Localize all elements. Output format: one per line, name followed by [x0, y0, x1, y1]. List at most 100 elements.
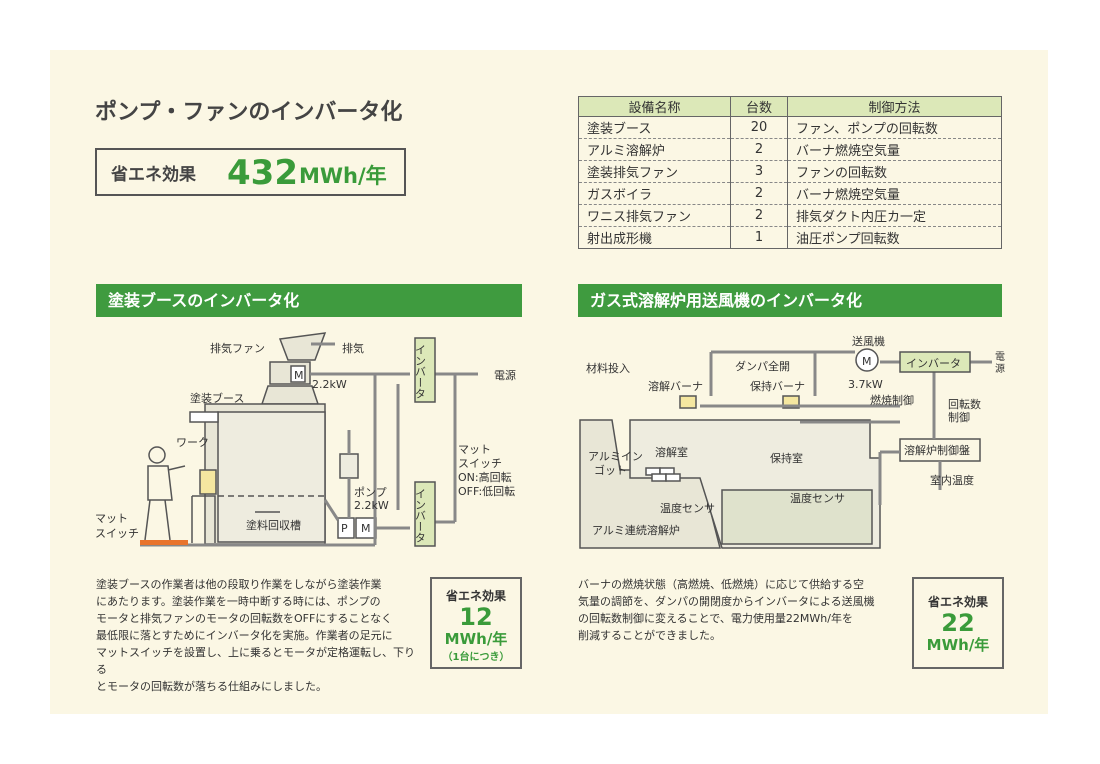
- cell-equipment: ワニス排気ファン: [578, 204, 731, 227]
- label-mat-note-2: スイッチ: [458, 457, 502, 470]
- label-mat-1: マット: [95, 512, 128, 525]
- label-inverter-fan: インバータ: [414, 344, 427, 399]
- label-ingot-1: アルミイン: [588, 450, 643, 463]
- label-mat-note-1: マット: [458, 443, 491, 456]
- right-effect-value: 22: [941, 609, 975, 637]
- label-fan-motor: M: [294, 369, 304, 382]
- label-combustion-control: 燃焼制御: [870, 393, 914, 407]
- cell-count: 2: [730, 138, 788, 161]
- cell-count: 2: [730, 204, 788, 227]
- label-mat-note-4: OFF:低回転: [458, 485, 515, 498]
- total-effect-label: 省エネ効果: [111, 165, 196, 185]
- cell-control: ファンの回転数: [787, 160, 1002, 183]
- label-blower-kw: 3.7kW: [848, 378, 883, 391]
- inverter-box-fan: [414, 337, 436, 403]
- right-desc-line: 気量の調節を、ダンパの開閉度からインバータによる送風機: [578, 595, 875, 608]
- label-material-input: 材料投入: [586, 361, 630, 375]
- label-ingot-2: ゴット: [594, 463, 627, 477]
- left-section-heading: 塗装ブースのインバータ化: [96, 284, 522, 317]
- worker-figure: [144, 446, 186, 541]
- cell-count: 3: [730, 160, 788, 183]
- left-desc-line: 塗装ブースの作業者は他の段取り作業をしながら塗装作業: [96, 578, 382, 591]
- page-title: ポンプ・ファンのインバータ化: [95, 100, 403, 125]
- label-temp-sensor-hold: 温度センサ: [790, 491, 845, 505]
- cell-equipment: 塗装排気ファン: [578, 160, 731, 183]
- right-effect-label: 省エネ効果: [927, 595, 988, 609]
- left-desc-line: にあたります。塗装作業を一時中断する時には、ポンプの: [96, 595, 381, 608]
- right-effect-unit: MWh/年: [926, 636, 990, 654]
- left-desc-line: 最低限に落とすためにインバータ化を実施。作業者の足元に: [96, 629, 393, 642]
- left-description: 塗装ブースの作業者は他の段取り作業をしながら塗装作業 にあたります。塗装作業を一…: [96, 576, 416, 695]
- left-effect-value: 12: [459, 603, 493, 631]
- header-control: 制御方法: [787, 96, 1002, 117]
- label-melt-burner: 溶解バーナ: [648, 379, 703, 393]
- right-desc-line: の回転数制御に変えることで、電力使用量22MWh/年を: [578, 612, 853, 625]
- cell-count: 1: [730, 226, 788, 249]
- label-pump-motor: M: [361, 522, 371, 535]
- paint-booth-diagram: 排気ファン 排気 M 2.2kW 塗装ブース ワーク マット スイッチ 塗料回収…: [95, 332, 516, 547]
- label-inverter-pump: インバータ: [414, 488, 427, 543]
- cell-count: 20: [730, 116, 788, 139]
- mat-switch-pad: [140, 540, 188, 545]
- header-equipment: 設備名称: [578, 96, 731, 117]
- label-fan-kw: 2.2kW: [312, 378, 347, 391]
- cell-equipment: 塗装ブース: [578, 116, 731, 139]
- label-furnace: アルミ連続溶解炉: [592, 523, 680, 537]
- label-mat-note-3: ON:高回転: [458, 470, 512, 484]
- right-effect-box: 省エネ効果 22 MWh/年: [912, 577, 1004, 669]
- label-inverter: インバータ: [906, 357, 961, 370]
- total-effect-unit: MWh/年: [299, 164, 387, 188]
- label-booth: 塗装ブース: [190, 391, 244, 405]
- label-room-temp: 室内温度: [930, 473, 974, 487]
- cell-equipment: アルミ溶解炉: [578, 138, 731, 161]
- label-damper: ダンパ全開: [735, 359, 790, 373]
- label-control-panel: 溶解炉制御盤: [904, 443, 970, 457]
- label-power: 電源: [494, 368, 516, 382]
- left-effect-label: 省エネ効果: [445, 589, 506, 603]
- label-pump: ポンプ: [354, 486, 387, 499]
- cell-count: 2: [730, 182, 788, 205]
- header-count: 台数: [730, 96, 788, 117]
- left-effect-box: 省エネ効果 12 MWh/年 （1台につき）: [430, 577, 522, 669]
- inverter-box-pump: [414, 481, 436, 547]
- label-power-1: 電: [995, 351, 1005, 363]
- left-desc-line: マットスイッチを設置し、上に乗るとモータが定格運転し、下りる: [96, 646, 415, 676]
- cell-control: バーナ燃焼空気量: [787, 138, 1002, 161]
- label-rpm-control-1: 回転数: [948, 398, 981, 411]
- label-temp-sensor-melt: 温度センサ: [660, 501, 715, 515]
- table-header-row: 設備名称 台数 制御方法: [578, 96, 1002, 117]
- right-description: バーナの燃焼状態（高燃焼、低燃焼）に応じて供給する空 気量の調節を、ダンパの開閉…: [578, 576, 898, 644]
- right-section-heading: ガス式溶解炉用送風機のインバータ化: [578, 284, 1002, 317]
- cell-control: 排気ダクト内圧カ一定: [787, 204, 1002, 227]
- label-rpm-control-2: 制御: [948, 410, 970, 424]
- label-power-2: 源: [995, 362, 1005, 375]
- right-desc-line: 削減することができました。: [578, 629, 721, 642]
- label-exhaust-fan: 排気ファン: [210, 341, 265, 355]
- left-effect-unit: MWh/年: [444, 630, 508, 648]
- label-blower: 送風機: [852, 334, 885, 348]
- cell-control: 油圧ポンプ回転数: [787, 226, 1002, 249]
- label-hold-chamber: 保持室: [770, 451, 803, 465]
- cell-control: バーナ燃焼空気量: [787, 182, 1002, 205]
- label-recovery-tank: 塗料回収槽: [246, 518, 301, 532]
- label-exhaust: 排気: [342, 341, 364, 355]
- total-effect-value: 432: [227, 153, 298, 193]
- label-melt-chamber: 溶解室: [655, 445, 688, 459]
- furnace-diagram: 送風機 M インバータ 電 源 3.7kW 材料投入 ダンパ全開 溶解バーナ 保…: [579, 334, 1005, 549]
- label-pump-p: P: [341, 522, 348, 535]
- left-desc-line: モータと排気ファンのモータの回転数をOFFにすることなく: [96, 612, 393, 625]
- label-blower-motor: M: [862, 355, 872, 368]
- label-hold-burner: 保持バーナ: [750, 379, 805, 393]
- left-effect-note: （1台につき）: [442, 652, 510, 663]
- cell-equipment: 射出成形機: [578, 226, 731, 249]
- total-effect-box: 省エネ効果 432 MWh/年: [95, 148, 406, 196]
- label-pump-kw: 2.2kW: [354, 499, 389, 512]
- right-desc-line: バーナの燃焼状態（高燃焼、低燃焼）に応じて供給する空: [578, 578, 864, 591]
- cell-equipment: ガスボイラ: [578, 182, 731, 205]
- left-desc-line: とモータの回転数が落ちる仕組みにしました。: [96, 680, 327, 693]
